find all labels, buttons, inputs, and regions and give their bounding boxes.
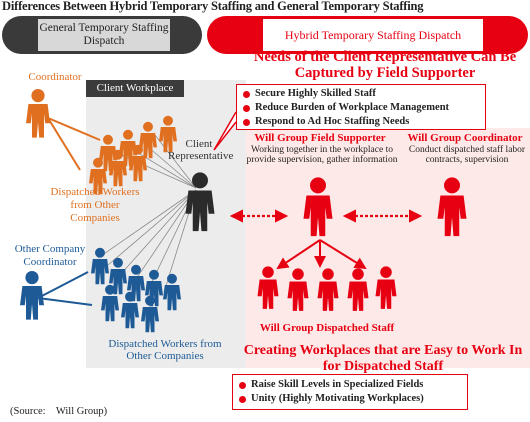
general-staffing-banner: General Temporary Staffing Dispatch	[2, 16, 202, 54]
other-coordinator-figure	[20, 271, 44, 320]
bullet-icon	[243, 104, 250, 112]
page-title: Differences Between Hybrid Temporary Sta…	[2, 0, 424, 13]
field-supporter-desc: Working together in the workplace to pro…	[246, 145, 398, 165]
needs-callout-tail	[213, 111, 237, 151]
will-dispatched-staff-group	[257, 266, 397, 311]
needs-box: Secure Highly Skilled Staff Reduce Burde…	[236, 84, 486, 130]
creating-title: Creating Workplaces that are Easy to Wor…	[243, 343, 523, 374]
will-dispatched-staff-label: Will Group Dispatched Staff	[259, 322, 395, 334]
bullet-icon	[239, 381, 246, 389]
needs-item-label: Reduce Burden of Workplace Management	[255, 102, 450, 113]
will-coordinator-figure	[437, 177, 467, 237]
dispatched-other-label: Dispatched Workers from Other Companies	[50, 186, 140, 224]
source-note: (Source: Will Group)	[10, 406, 108, 417]
coordinator-arrows	[47, 117, 101, 171]
coordinator-label: Coordinator	[28, 71, 82, 83]
creating-item: Raise Skill Levels in Specialized Fields	[239, 378, 461, 392]
field-supporter-figure	[303, 177, 333, 237]
orange-workers-group	[89, 115, 177, 195]
needs-title: Needs of the Client Representative Can B…	[253, 49, 517, 81]
bullet-icon	[243, 90, 250, 98]
bullet-icon	[239, 395, 246, 403]
will-coordinator-title: Will Group Coordinator	[407, 132, 523, 144]
needs-item: Respond to Ad Hoc Staffing Needs	[243, 115, 479, 129]
hybrid-staffing-banner: Hybrid Temporary Staffing Dispatch	[207, 16, 528, 54]
will-group-area	[246, 128, 530, 368]
hybrid-staffing-label: Hybrid Temporary Staffing Dispatch	[263, 19, 483, 51]
general-staffing-label: General Temporary Staffing Dispatch	[38, 19, 170, 51]
needs-item-label: Secure Highly Skilled Staff	[255, 88, 376, 99]
needs-item: Secure Highly Skilled Staff	[243, 87, 479, 101]
creating-item-label: Raise Skill Levels in Specialized Fields	[251, 379, 424, 390]
creating-box: Raise Skill Levels in Specialized Fields…	[232, 374, 468, 410]
blue-workers-group	[91, 247, 181, 333]
creating-item: Unity (Highly Motivating Workplaces)	[239, 392, 461, 406]
needs-item-label: Respond to Ad Hoc Staffing Needs	[255, 116, 410, 127]
coordinator-figure	[26, 89, 50, 138]
dispatched-other-label-2: Dispatched Workers from Other Companies	[108, 338, 222, 362]
field-supporter-title: Will Group Field Supporter	[254, 132, 386, 144]
client-representative-label: Client Representative	[168, 138, 234, 162]
creating-item-label: Unity (Highly Motivating Workplaces)	[251, 393, 424, 404]
client-representative-figure	[185, 172, 215, 232]
will-coordinator-desc: Conduct dispatched staff labor contracts…	[408, 145, 526, 165]
client-workplace-label: Client Workplace	[86, 80, 184, 97]
bullet-icon	[243, 118, 250, 126]
other-coordinator-arrows	[37, 271, 93, 306]
other-coordinator-label: Other Company Coordinator	[14, 243, 86, 268]
needs-item: Reduce Burden of Workplace Management	[243, 101, 479, 115]
supporter-to-staff-lines	[276, 239, 367, 270]
